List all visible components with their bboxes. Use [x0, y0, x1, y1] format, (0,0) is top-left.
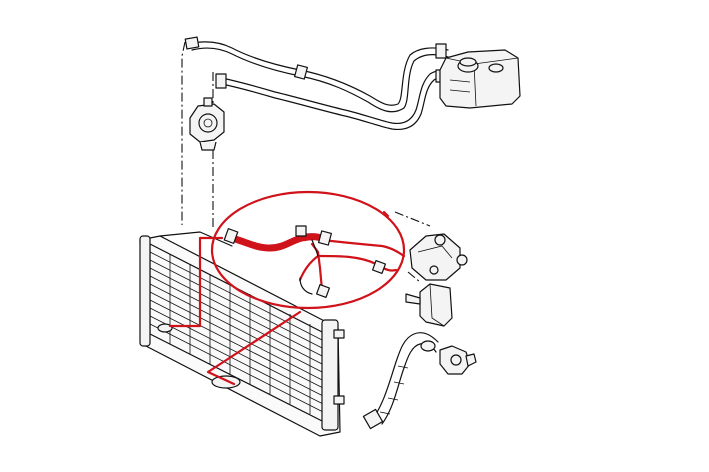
radiator [139, 231, 345, 437]
water-outlet [439, 345, 477, 375]
upper-return-hoses [184, 36, 449, 131]
highlighted-hose-y-junction [223, 225, 406, 299]
red-annotation [168, 190, 406, 386]
expansion-tank [439, 49, 521, 109]
lower-radiator-hose [362, 332, 439, 430]
thermostat-housing [409, 233, 468, 281]
assembly-guide-lines [181, 41, 431, 283]
pump-assembly [189, 97, 225, 151]
pointer-line-upper [168, 236, 224, 328]
pointer-line-lower [206, 310, 302, 386]
highlight-circle [210, 190, 406, 310]
lower-hose-clamp [157, 323, 241, 389]
sensor-box [405, 283, 453, 327]
